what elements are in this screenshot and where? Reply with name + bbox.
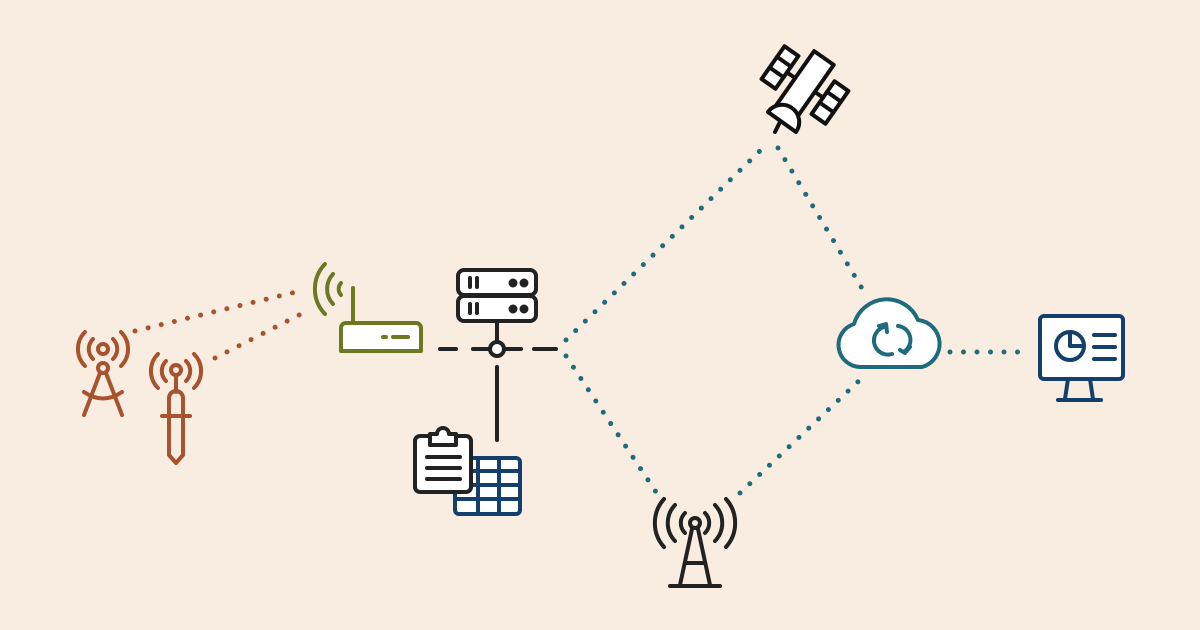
link-server-celltower xyxy=(563,353,659,495)
network-bus xyxy=(438,340,558,442)
router-icon xyxy=(312,262,423,353)
links xyxy=(132,143,1033,496)
clipboard-icon xyxy=(413,426,473,494)
link-satellite-cloud xyxy=(775,145,866,293)
satellite-icon xyxy=(759,44,851,134)
link-tower-router xyxy=(132,288,303,334)
broadcast-tower-icon xyxy=(75,330,131,417)
cell-tower-icon xyxy=(652,497,738,588)
wireless-probe-icon xyxy=(148,352,204,465)
cloud-sync-icon xyxy=(836,297,942,369)
clipboard-table-icon xyxy=(413,426,522,516)
monitor-chart-icon xyxy=(1038,314,1125,402)
link-celltower-cloud xyxy=(737,375,865,496)
server-icon xyxy=(456,268,538,344)
link-server-satellite xyxy=(563,143,768,343)
